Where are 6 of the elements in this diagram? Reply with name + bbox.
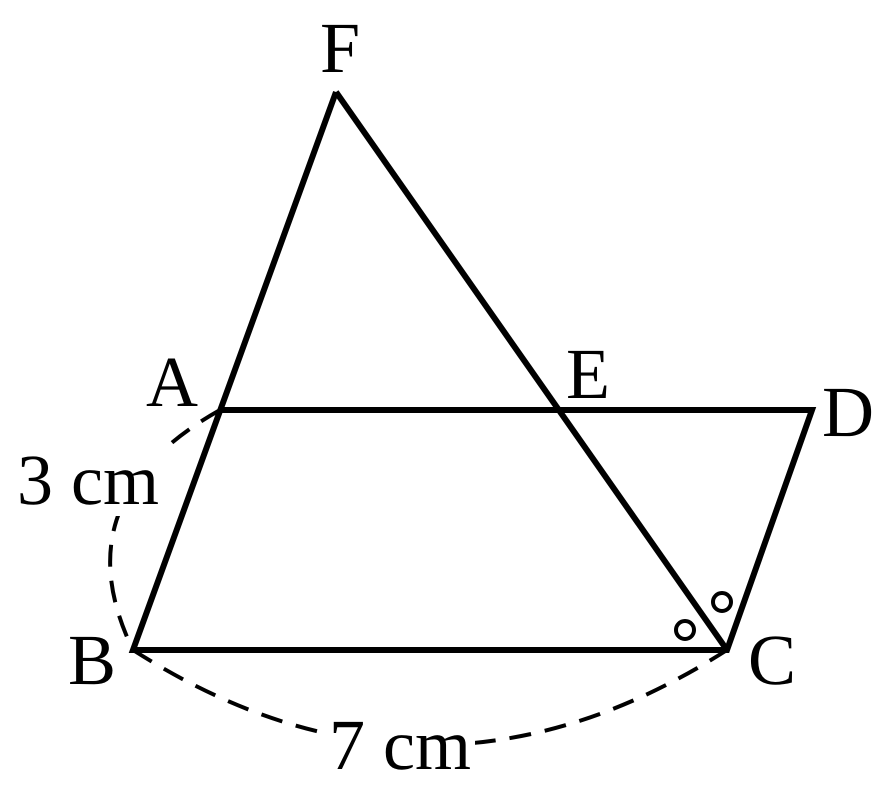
point-label: C <box>746 624 798 696</box>
point-label: B <box>66 624 118 696</box>
point-label: D <box>821 376 875 448</box>
point-label: F <box>318 12 362 84</box>
point-label: A <box>145 346 199 418</box>
point-label: E <box>565 338 611 410</box>
